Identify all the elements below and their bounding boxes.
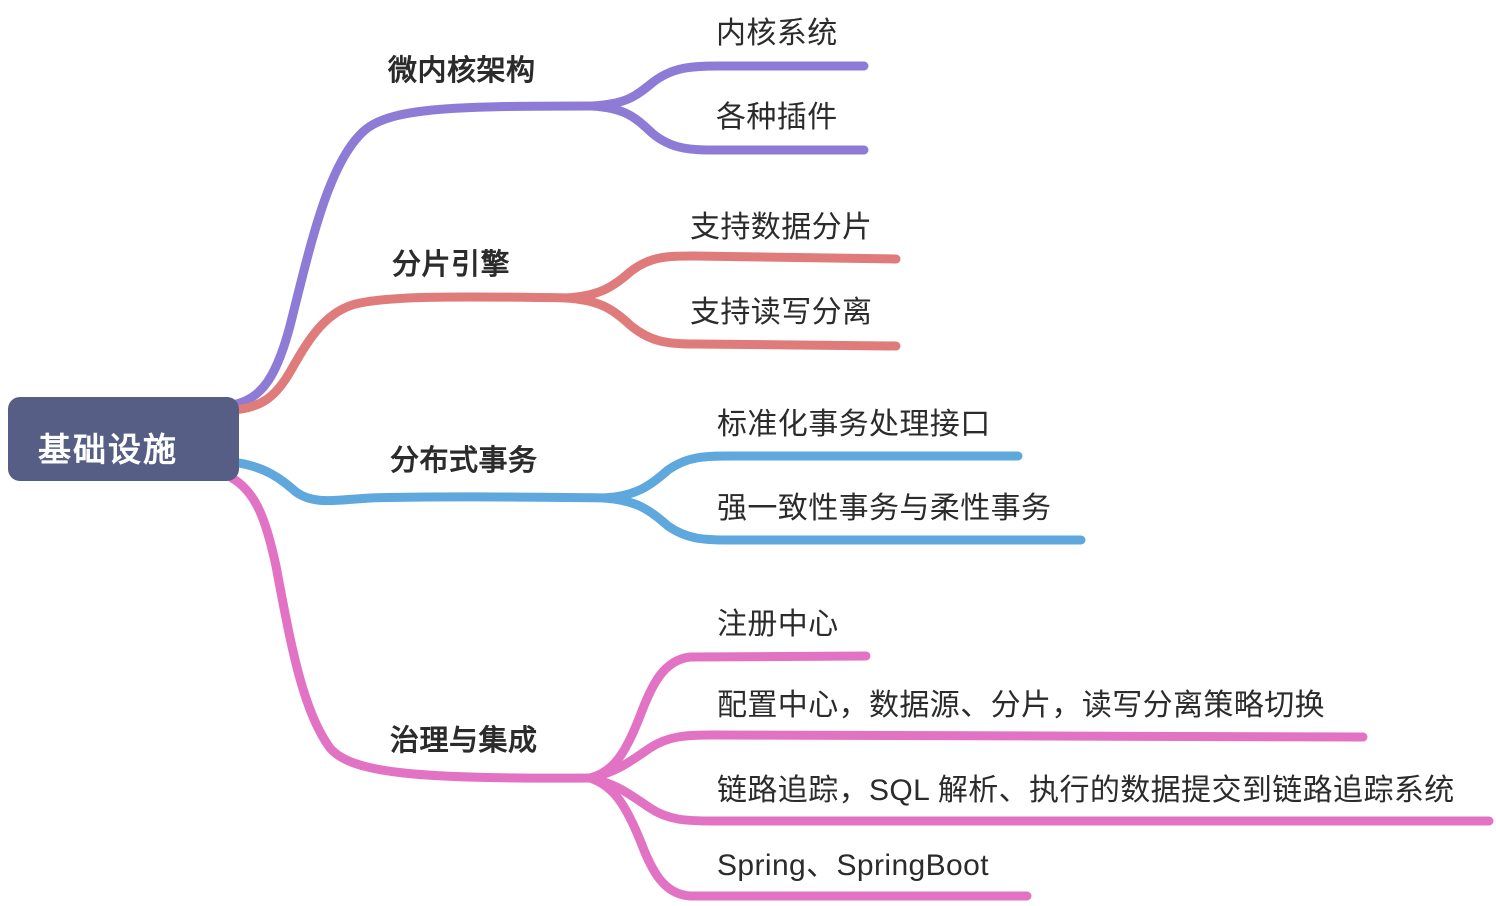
branch-group-microkernel <box>227 61 869 410</box>
connector-microkernel-child-1 <box>587 61 869 111</box>
leaf-label-standard-tx-interface[interactable]: 标准化事务处理接口 <box>717 408 991 441</box>
trunk-transaction <box>227 457 613 506</box>
connector-sharding-child-1 <box>561 251 901 303</box>
connector-governance-child-2 <box>585 730 1368 783</box>
branch-group-governance <box>227 473 1494 901</box>
branch-label-governance[interactable]: 治理与集成 <box>390 725 538 757</box>
leaf-label-registry-center[interactable]: 注册中心 <box>717 608 839 641</box>
root-node-rect[interactable] <box>8 397 239 481</box>
branch-label-transaction[interactable]: 分布式事务 <box>390 445 538 477</box>
branch-label-sharding[interactable]: 分片引擎 <box>392 249 511 281</box>
branch-group-transaction <box>227 451 1086 545</box>
leaf-label-kernel-system[interactable]: 内核系统 <box>716 17 838 50</box>
connector-governance-child-3 <box>585 773 1494 826</box>
branch-label-microkernel[interactable]: 微内核架构 <box>388 55 536 87</box>
leaf-label-config-center[interactable]: 配置中心，数据源、分片，读写分离策略切换 <box>717 689 1325 722</box>
root-node-shape[interactable] <box>8 397 239 481</box>
leaf-label-spring[interactable]: Spring、SpringBoot <box>717 849 989 882</box>
connector-transaction-child-1 <box>599 451 1023 503</box>
trunk-microkernel <box>227 101 601 410</box>
connector-microkernel-child-2 <box>587 101 869 155</box>
connector-transaction-child-2 <box>599 493 1086 545</box>
leaf-label-plugins[interactable]: 各种插件 <box>716 101 838 134</box>
root-node-label: 基础设施 <box>38 431 178 468</box>
branch-group-sharding <box>227 251 901 415</box>
trunk-governance <box>227 473 599 783</box>
leaf-label-tracing[interactable]: 链路追踪，SQL 解析、执行的数据提交到链路追踪系统 <box>717 774 1455 807</box>
leaf-label-data-sharding[interactable]: 支持数据分片 <box>690 211 873 244</box>
connector-governance-child-4 <box>585 773 1032 901</box>
connector-sharding-child-2 <box>561 293 901 351</box>
leaf-label-strong-and-flexible-tx[interactable]: 强一致性事务与柔性事务 <box>717 492 1052 525</box>
leaf-label-read-write-split[interactable]: 支持读写分离 <box>690 296 873 329</box>
trunk-sharding <box>227 292 575 415</box>
